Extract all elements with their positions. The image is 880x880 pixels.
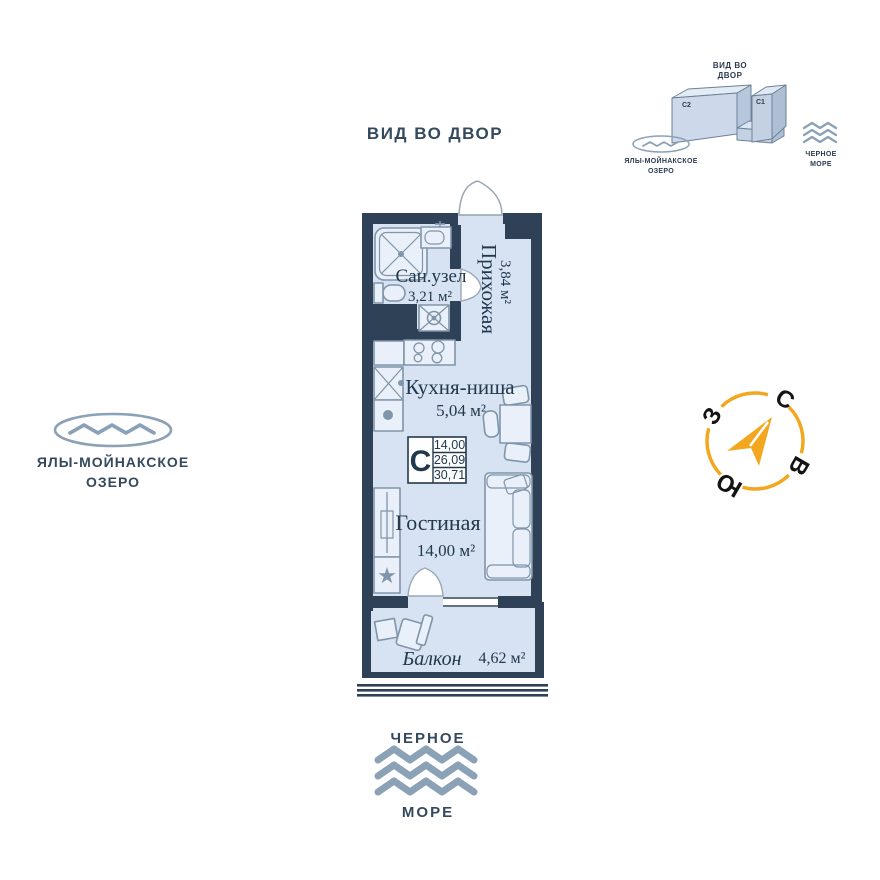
wardrobe-icon: ★ bbox=[373, 487, 401, 594]
bathroom-door bbox=[449, 268, 482, 302]
lake-icon bbox=[53, 412, 173, 448]
living-area-label: 14,00 м² bbox=[417, 541, 475, 560]
minimap-lake-label-line1: ЯЛЫ-МОЙНАКСКОЕ bbox=[624, 156, 697, 165]
compass-arrow-fold bbox=[749, 421, 769, 447]
dining-set-icon bbox=[482, 384, 532, 463]
kitchen-name-label: Кухня-ниша bbox=[405, 375, 515, 399]
floor-plan: С 14,00 26,09 30,71 ★ bbox=[357, 180, 548, 697]
stove-icon bbox=[403, 339, 456, 366]
shower-icon bbox=[374, 227, 428, 281]
hallway-area-label: 3,84 м² bbox=[497, 260, 513, 304]
star-icon: ★ bbox=[377, 564, 397, 589]
balcony-name-label: Балкон bbox=[401, 648, 461, 670]
stamp-type-label: С bbox=[410, 445, 432, 478]
lake-label-line1: ЯЛЫ-МОЙНАКСКОЕ bbox=[37, 453, 189, 470]
balcony-area-label: 4,62 м² bbox=[479, 650, 526, 667]
balcony-wall bbox=[535, 602, 544, 677]
building-c1-label: С1 bbox=[756, 99, 765, 106]
minimap-sea-label-line1: ЧЕРНОЕ bbox=[805, 151, 836, 158]
stamp-row3-value: 30,71 bbox=[434, 468, 465, 482]
kitchen-sink-icon bbox=[373, 366, 404, 401]
sea-label-line1: ЧЕРНОЕ bbox=[390, 730, 465, 747]
wall bbox=[362, 329, 461, 340]
wall bbox=[362, 213, 373, 611]
balcony-railing-line bbox=[357, 689, 548, 692]
wall bbox=[450, 301, 461, 341]
sea-waves-icon bbox=[374, 745, 478, 796]
compass-arrow-icon bbox=[727, 417, 772, 466]
wall bbox=[498, 596, 542, 608]
living-name-label: Гостиная bbox=[395, 510, 480, 535]
minimap-lake-icon bbox=[632, 135, 690, 153]
wall bbox=[502, 213, 542, 224]
building-c1-icon bbox=[751, 84, 787, 143]
site-minimap: ВИД ВО ДВОР С2 С1 ЯЛЫ-МОЙНАКСКОЕ ОЗЕРО bbox=[624, 61, 838, 175]
balcony-wall bbox=[362, 602, 371, 677]
stamp-row2-value: 26,09 bbox=[434, 453, 465, 467]
lake-label-line2: ОЗЕРО bbox=[86, 474, 140, 490]
toilet-icon bbox=[373, 282, 406, 304]
bathroom-sink-icon bbox=[420, 221, 452, 249]
minimap-lake-label-line2: ОЗЕРО bbox=[648, 168, 674, 175]
entrance-door bbox=[458, 180, 503, 225]
sofa-icon bbox=[484, 472, 533, 581]
wall bbox=[362, 213, 459, 224]
building-c2-icon bbox=[671, 84, 752, 144]
balcony-railing-line bbox=[357, 684, 548, 687]
walls bbox=[357, 213, 548, 697]
compass-north-label: С bbox=[770, 383, 799, 415]
balcony-wall bbox=[362, 672, 544, 678]
balcony-railing-line bbox=[357, 694, 548, 697]
kitchen-counter-icon bbox=[373, 340, 405, 366]
compass: С В Ю З bbox=[697, 383, 815, 502]
minimap-sea-label-line2: МОРЕ bbox=[810, 161, 832, 168]
window bbox=[443, 597, 498, 607]
wall bbox=[531, 213, 542, 602]
balcony-furniture-icon bbox=[373, 614, 434, 652]
balcony-door bbox=[407, 567, 444, 609]
minimap-view-label-line1: ВИД ВО bbox=[713, 61, 747, 70]
wall bbox=[505, 224, 531, 239]
fridge-icon bbox=[373, 399, 404, 432]
bathroom-name-label: Сан.узел bbox=[396, 266, 467, 287]
stamp-row1-value: 14,00 bbox=[434, 438, 465, 452]
hallway-name-label: Прихожая bbox=[477, 244, 501, 334]
sea-label-line2: МОРЕ bbox=[402, 804, 454, 821]
kitchen-area-label: 5,04 м² bbox=[436, 401, 486, 420]
courtyard-view-label: ВИД ВО ДВОР bbox=[367, 124, 503, 143]
minimap-view-label-line2: ДВОР bbox=[718, 71, 743, 80]
wall bbox=[450, 224, 461, 269]
minimap-sea-waves-icon bbox=[802, 121, 838, 144]
wall bbox=[362, 596, 408, 608]
apartment-stamp: С 14,00 26,09 30,71 bbox=[407, 436, 467, 484]
building-c2-label: С2 bbox=[682, 102, 691, 109]
washing-machine-icon bbox=[418, 304, 450, 332]
bathroom-area-label: 3,21 м² bbox=[408, 289, 452, 305]
